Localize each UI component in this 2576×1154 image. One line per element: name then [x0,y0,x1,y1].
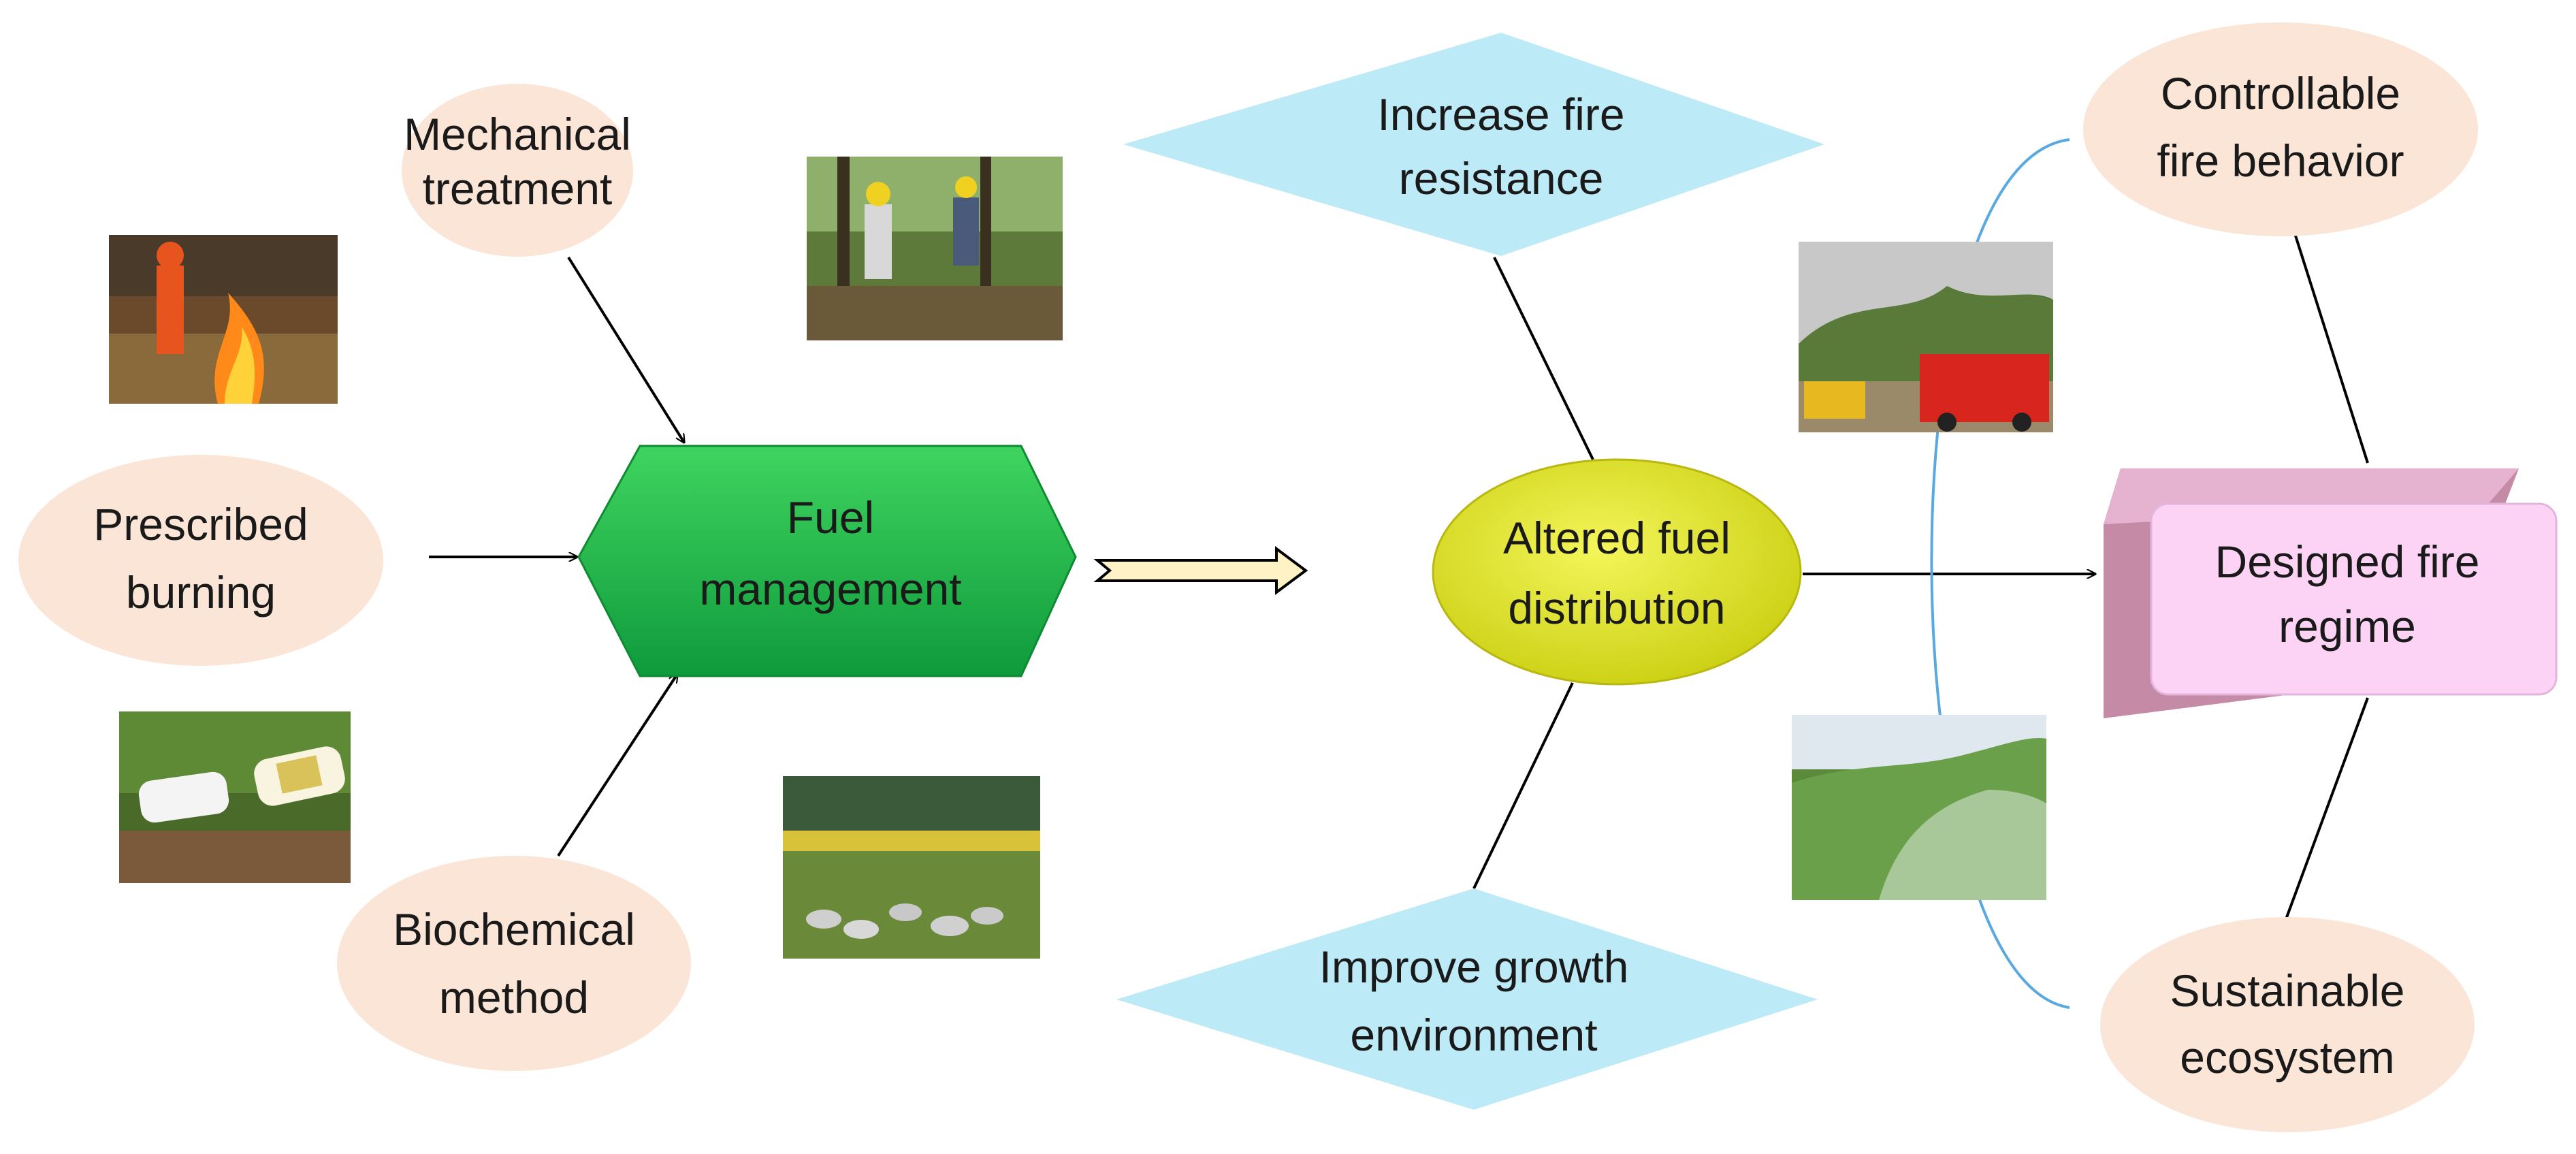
node-altered-fuel-distribution: Altered fuel distribution [1432,458,1802,686]
edge-resistance-to-altered [1493,257,1594,460]
node-label-line: Mechanical [404,109,631,159]
node-label-line: Sustainable [2170,965,2405,1016]
node-label-line: environment [1350,1010,1597,1060]
node-label-line: Improve growth [1319,942,1629,992]
outcome-bracket [1930,138,2070,1009]
ecosystem-photo [1792,715,2046,900]
node-label-line: resistance [1399,153,1604,204]
node-increase-fire-resistance: Increase fire resistance [1123,33,1824,256]
node-label-line: Controllable [2161,68,2400,118]
node-controllable-fire-behavior: Controllable fire behavior [2083,22,2478,236]
connectors [429,231,2369,920]
node-fuel-management: Fuel management [577,445,1077,677]
node-label-line: method [439,972,589,1023]
double-arrow [1093,546,1308,595]
node-label-line: Altered fuel [1503,513,1730,563]
prescribed-burning-photo [109,235,338,404]
node-sustainable-ecosystem: Sustainable ecosystem [2100,917,2475,1132]
node-designed-fire-regime: Designed fire regime [2104,468,2558,718]
edge-controllable-to-regime [2293,231,2369,464]
node-improve-growth-environment: Improve growth environment [1116,888,1818,1110]
node-label-line: Designed fire [2215,536,2480,587]
wildfire-photo [1799,242,2053,432]
biochemical-photo [119,711,351,883]
node-label-line: fire behavior [2157,135,2404,186]
node-biochemical-method: Biochemical method [337,856,691,1071]
node-label-line: Biochemical [393,904,635,955]
node-prescribed-burning: Prescribed burning [18,455,383,666]
node-label-line: regime [2279,601,2416,652]
edge-mechanical-to-fuel [567,256,684,443]
node-label-line: treatment [423,163,613,214]
node-label-line: ecosystem [2180,1032,2394,1083]
node-mechanical-treatment: Mechanical treatment [402,84,633,257]
node-label-line: Increase fire [1377,89,1624,140]
node-label-line: distribution [1508,583,1725,633]
node-label-line: Prescribed [93,499,308,549]
edge-growth-to-altered [1472,682,1574,889]
node-label-line: Fuel [787,492,874,543]
node-label-line: management [699,564,961,614]
mechanical-treatment-photo [807,157,1063,340]
grazing-photo [783,776,1040,959]
node-label-line: burning [126,567,276,618]
edge-sustainable-to-regime [2285,697,2369,920]
edge-biochemical-to-fuel [557,674,677,857]
